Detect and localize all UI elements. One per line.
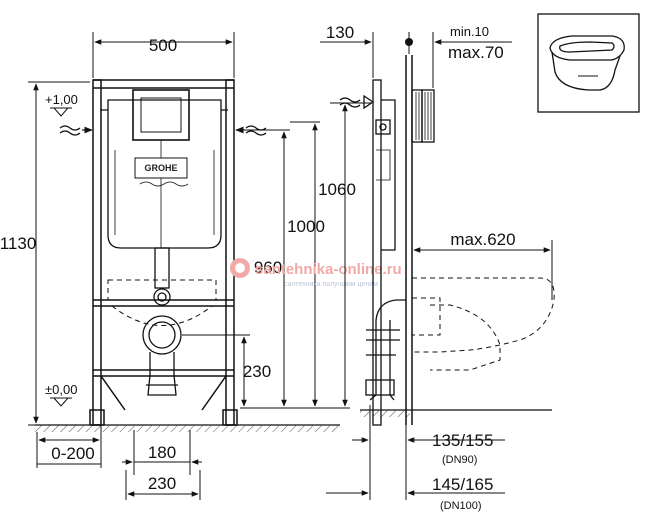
watermark-tagline: сантехника получшим ценам: [284, 281, 378, 288]
wc-pan-outline: [412, 277, 555, 371]
side-floor: [360, 409, 552, 417]
dim-1000: [290, 121, 320, 407]
dim-145-165-label: 145/165: [432, 475, 493, 494]
frame-profile: [339, 79, 435, 426]
dim-1060: [330, 102, 372, 407]
flush-pipe: [153, 247, 171, 306]
dim-230-bottom-label: 230: [148, 474, 176, 493]
wall-hung-toilet-icon: [549, 35, 625, 91]
waste-outlet: [142, 315, 182, 396]
wall: [405, 55, 413, 425]
water-inlets: [59, 125, 267, 136]
toilet-thumbnail: [537, 13, 640, 113]
dim-min-label: min.10: [450, 24, 489, 39]
dim-max620-label: max.620: [450, 230, 515, 249]
watermark: santehnika-online.ru сантехника получшим…: [230, 258, 402, 288]
brand-label: GROHE: [144, 163, 177, 173]
dim-135-155: [352, 405, 505, 500]
dim-dn100-label: (DN100): [440, 500, 482, 512]
dim-230-outlet-label: 230: [243, 362, 271, 381]
side-view: 130 min.10 max.70 1060 max.620: [318, 23, 555, 512]
dim-960: [240, 129, 350, 409]
dim-1130: [28, 81, 90, 426]
wall-axis-marker: [405, 32, 413, 54]
dim-0-200-label: 0-200: [51, 444, 94, 463]
level-top-label: +1,00: [45, 92, 78, 107]
dim-500-label: 500: [149, 36, 177, 55]
dim-max620: [413, 240, 553, 300]
cistern: [100, 89, 228, 249]
dim-960-label: 960: [254, 258, 282, 277]
dim-180: [122, 430, 202, 475]
front-floor: [35, 424, 340, 432]
dim-135-155-label: 135/155: [432, 431, 493, 450]
dim-230-outlet: [182, 334, 250, 407]
dim-500: [92, 32, 235, 78]
dim-max-label: max.70: [448, 43, 504, 62]
level-markers: [50, 107, 72, 407]
front-bowl-outline: [107, 279, 217, 326]
dim-0-200: [36, 418, 102, 468]
installation-frame: [89, 79, 238, 426]
watermark-text: santehnika-online.ru: [255, 261, 402, 278]
dim-1130-label: 1130: [0, 234, 36, 253]
dim-1060-label: 1060: [318, 180, 356, 199]
dim-230-bottom: [125, 470, 201, 500]
front-view: GROHE: [0, 32, 350, 500]
dim-min-max: [432, 32, 512, 88]
dim-180-label: 180: [148, 443, 176, 462]
dim-dn90-label: (DN90): [442, 454, 477, 466]
dim-1000-label: 1000: [287, 217, 325, 236]
dim-130-label: 130: [326, 23, 354, 42]
level-zero-label: ±0,00: [45, 382, 77, 397]
dim-130: [320, 32, 374, 78]
